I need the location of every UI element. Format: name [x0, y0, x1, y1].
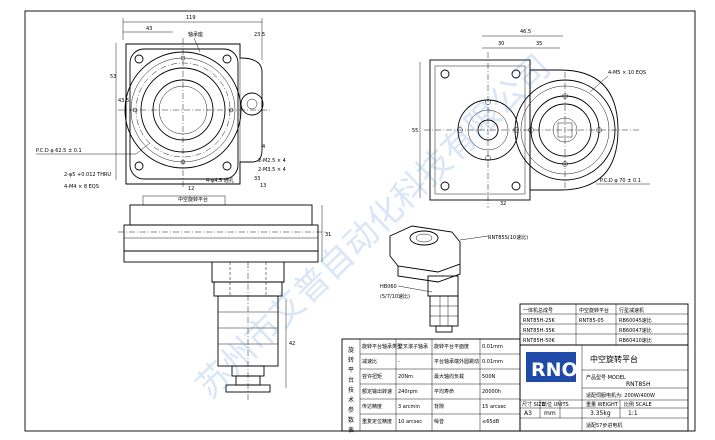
spec-header-char: 参: [348, 406, 354, 414]
dim-43: 43: [146, 26, 152, 32]
callout-4m5: 4-M5 × 10 EQS: [608, 70, 646, 76]
product-name: 中空旋转平台: [590, 354, 638, 364]
spec-cell: 平台轴承端外圆跳动: [434, 358, 479, 365]
size-value: A3: [524, 410, 532, 417]
spec-cell: 最大轴向负载: [434, 373, 464, 380]
top-view: 119 43 23.5 53 43.5: [36, 15, 286, 192]
callout-pcd-62: P.C.D φ 62.5 ± 0.1: [36, 148, 82, 154]
scale-value: 1:1: [628, 410, 638, 417]
spec-cell: 旋转平台轴承类型: [362, 343, 402, 350]
spec-cell: 旋转平台平面度: [434, 343, 469, 350]
dim-30: 30: [498, 41, 504, 47]
dim-31: 31: [325, 232, 331, 238]
callout-4m4: 4-M4 × 8 EQS: [64, 184, 99, 190]
dim-46-5: 46.5: [520, 29, 531, 35]
front-view: 中空旋转平台 31 42: [118, 195, 331, 400]
logo-block: [526, 352, 576, 382]
dim-55: 55: [412, 128, 418, 134]
model-cell: RNT85-05: [579, 318, 604, 324]
spec-cell: 10 arcsec: [398, 419, 422, 425]
spec-cell: 减速比: [362, 358, 377, 365]
dim-overall-width: 119: [186, 15, 196, 21]
model-cell: RB60047速比: [619, 327, 652, 334]
spec-cell: 20Nm: [398, 374, 413, 380]
dim-13: 13: [260, 183, 266, 189]
size-label: 尺寸 SIZE: [522, 401, 545, 408]
dim-4: 4: [262, 144, 265, 150]
label-center: 中空旋转平台: [178, 196, 208, 203]
weight-value: 3.35kg: [590, 410, 611, 417]
weight-label: 重量 WEIGHT: [586, 401, 619, 408]
spec-cell: ≤65dB: [482, 419, 500, 425]
spec-cell: 500N: [482, 374, 496, 380]
spec-cell: 背隙: [434, 403, 444, 410]
spec-header-char: 术: [348, 396, 354, 404]
callout-2m3: 2-M3.5 × 4: [258, 167, 286, 173]
spec-header-char: 平: [348, 367, 354, 374]
callout-2m2: 2-M2.5 × 4: [258, 158, 286, 164]
spec-cell: 3 arcmin: [398, 404, 420, 410]
dim-43-5: 43.5: [118, 98, 129, 104]
spec-cell: 交叉滚子轴承: [398, 343, 428, 350]
spec-cell: 20000h: [482, 389, 501, 395]
bottom-view: 46.5 30 35 55: [412, 29, 650, 208]
model-header: 一体机总成号: [523, 307, 553, 314]
dim-42: 42: [289, 341, 295, 347]
isometric-view: RNT85S(10速比) HB060 (5/7/10速比): [380, 225, 528, 333]
spec-cell: 0.01mm: [482, 359, 503, 365]
dim-35: 35: [536, 41, 542, 47]
motor-note: 适配57步进电机: [586, 422, 622, 429]
label-rnt85s: RNT85S(10速比): [488, 234, 528, 241]
dim-23-5: 23.5: [254, 32, 265, 38]
dim-12: 12: [188, 186, 194, 192]
model-header: 中空旋转平台: [579, 307, 609, 314]
spec-cell: 重复定位精度: [362, 418, 392, 425]
model-cell: RNT85H-25K: [523, 318, 556, 324]
spec-cell: 容许扭矩: [362, 373, 382, 380]
spec-cell: 15 arcsec: [482, 404, 506, 410]
motor-power: 适配伺服电机为: 200W/400W: [586, 392, 655, 399]
spec-header-char: 技: [348, 386, 354, 394]
spec-cell: -: [398, 359, 400, 365]
spec-header-char: 表: [348, 426, 354, 434]
spec-cell: 额定输出转速: [362, 388, 392, 395]
model-cell: RB60410速比: [619, 337, 652, 344]
spec-cell: 平均寿命: [434, 388, 454, 395]
label-bearing: 轴承座: [188, 31, 203, 38]
scale-label: 比例 SCALE: [624, 401, 652, 408]
title-block: RNO 中空旋转平台 产品型号 MODEL RNT85H 适配伺服电机为: 20…: [519, 344, 689, 432]
dim-32: 32: [500, 201, 506, 207]
spec-table: 旋转平台轴承类型交叉滚子轴承旋转平台平面度 0.01mm 减速比 - 平台轴承端外圆跳动…: [341, 338, 521, 434]
spec-header-char: 旋: [348, 346, 354, 354]
spec-cell: 240rpm: [398, 389, 418, 395]
spec-header-char: 台: [348, 376, 354, 384]
model-cell: RNT85H-50K: [523, 338, 556, 344]
callout-2-phi5: 2-φ5 +0.012 THRU: [64, 172, 111, 178]
label-speed-ratio: (5/7/10速比): [380, 293, 410, 300]
watermark: 苏州市艾普自动化科技有限公司: [188, 47, 558, 406]
spec-header-char: 数: [348, 416, 354, 424]
spec-cell: 噪音: [434, 418, 444, 425]
model-value: RNT85H: [626, 381, 650, 388]
unit-value: mm: [544, 410, 556, 417]
dim-53: 53: [110, 74, 116, 80]
spec-header-char: 转: [348, 356, 354, 364]
model-header: 行星减速机: [619, 307, 644, 314]
logo-text: RNO: [531, 359, 578, 381]
dim-33: 33: [254, 176, 260, 182]
model-cell: RB60045速比: [619, 317, 652, 324]
callout-pcd-70: P.C.D φ 70 ± 0.1: [600, 178, 641, 184]
spec-cell: 传达精度: [362, 403, 382, 410]
unit-label: 单位 UNITS: [542, 401, 569, 408]
model-cell: RNT85H-35K: [523, 328, 556, 334]
callout-4phi4: 4-φ4.5 通孔: [206, 177, 234, 184]
spec-cell: 0.01mm: [482, 344, 503, 350]
model-label: 产品型号 MODEL: [586, 374, 626, 381]
label-hb060: HB060: [380, 284, 397, 290]
